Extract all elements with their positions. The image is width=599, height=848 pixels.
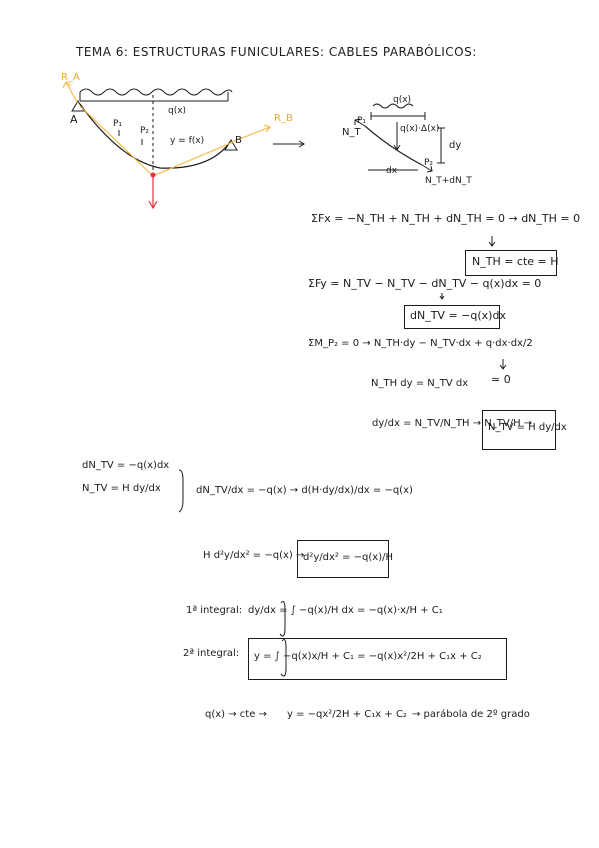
point1-label: P₁ xyxy=(113,119,123,129)
tension-right-arrow xyxy=(421,164,433,172)
element-diagram xyxy=(354,103,445,173)
eq-sum-fy: ΣFy = N_TV − N_TV − dN_TV − q(x)dx = 0 xyxy=(308,277,542,290)
int1-expression: dy/dx = ∫ −q(x)/H dx = −q(x)·x/H + C₁ xyxy=(248,605,443,616)
eq-sum-fx: ΣFx = −N_TH + N_TH + dN_TH = 0 → dN_TH =… xyxy=(311,212,581,225)
int2-label: 2ª integral: xyxy=(183,648,240,659)
box-d2y-text: d²y/dx² = −q(x)/H xyxy=(303,552,393,563)
reaction-a-label: R_A xyxy=(61,72,80,83)
conclusion-result: → parábola de 2º grado xyxy=(412,709,530,720)
box-d2y xyxy=(297,540,389,578)
reaction-b-arrow xyxy=(231,126,271,143)
deriv-line1: dN_TV = −q(x)dx xyxy=(82,460,170,471)
deriv-line3: dN_TV/dx = −q(x) → d(H·dy/dx)/dx = −q(x) xyxy=(196,485,413,496)
curve-label: y = f(x) xyxy=(170,136,205,146)
tension-right-label: N_T+dN_T xyxy=(425,176,472,186)
element-load-label: q(x) xyxy=(393,95,412,105)
box-int2 xyxy=(248,638,507,680)
thrust-line-a xyxy=(79,105,154,177)
box-ntv-text: N_TV = H dy/dx xyxy=(488,422,567,433)
tension-left-arrow xyxy=(354,119,366,127)
tension-left-label: N_T xyxy=(342,127,361,138)
box-h-text: N_TH = cte = H xyxy=(472,255,559,268)
deriv-line2: N_TV = H dy/dx xyxy=(82,483,161,494)
brace xyxy=(178,469,184,513)
box-h xyxy=(465,250,557,276)
cable-diagram xyxy=(62,81,271,210)
box-dntv-text: dN_TV = −q(x)dx xyxy=(410,309,506,322)
reaction-b-label: R_B xyxy=(274,113,293,124)
approx-zero: ≃ 0 xyxy=(491,373,511,386)
load-label: q(x) xyxy=(168,106,187,116)
box-dntv xyxy=(404,305,500,329)
int2-expression: y = ∫ −q(x)x/H + C₁ = −q(x)x²/2H + C₁x +… xyxy=(254,651,482,662)
conclusion-eq: y = −qx²/2H + C₁x + C₂ xyxy=(287,709,407,720)
reaction-a-arrow xyxy=(65,81,79,105)
element-load-wave xyxy=(372,103,414,109)
eq-sum-m: ΣM_P₂ = 0 → N_TH·dy − N_TV·dx + q·dx·dx/… xyxy=(308,338,533,349)
eq-nth-dy: N_TH dy = N_TV dx xyxy=(371,378,469,389)
int1-label: 1ª integral: xyxy=(186,605,243,616)
dx-label: dx xyxy=(386,166,398,176)
dy-label: dy xyxy=(449,140,462,151)
load-wave xyxy=(79,88,233,96)
eq-dydx: dy/dx = N_TV/N_TH → N_TV/H → xyxy=(372,418,533,429)
element-point1: P₁ xyxy=(357,116,367,126)
element-curve xyxy=(364,125,423,166)
link-arrow xyxy=(273,140,305,148)
conclusion-lhs: q(x) → cte → xyxy=(205,709,267,720)
deriv-line4: H d²y/dx² = −q(x) → xyxy=(203,550,305,561)
element-point2: P₂ xyxy=(424,158,434,168)
page-title: TEMA 6: ESTRUCTURAS FUNICULARES: CABLES … xyxy=(76,45,477,59)
support-b-label: B xyxy=(235,135,242,146)
cable-curve xyxy=(79,103,231,169)
support-a-label: A xyxy=(70,113,78,126)
element-resultant: q(x)·Δ(x) xyxy=(400,124,440,134)
box-ntv xyxy=(482,410,556,450)
thrust-line-b xyxy=(152,141,234,177)
point2-label: P₂ xyxy=(140,126,150,136)
support-a xyxy=(71,100,85,112)
